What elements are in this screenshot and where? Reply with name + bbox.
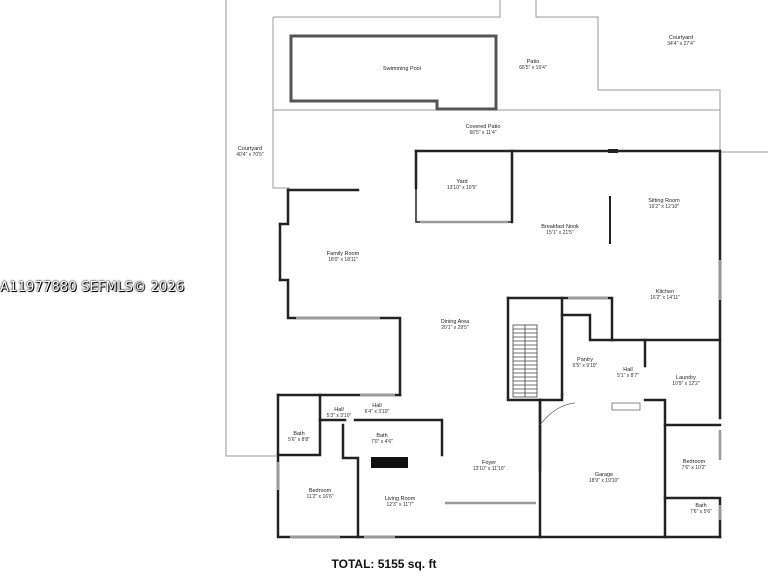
dim-breakfast: 15'1" x 21'5" [546,230,574,236]
label-hall-a: Hall [334,407,343,413]
dim-dining: 20'1" x 29'5" [441,325,469,331]
dim-courtyard-top: 34'4" x 27'4" [667,41,695,47]
dim-family: 18'0" x 18'11" [328,257,358,263]
dim-bath-left: 5'6" x 8'8" [288,437,310,443]
dim-sitting: 16'2" x 12'10" [649,204,679,210]
house-walls [276,149,722,539]
total-area: TOTAL: 5155 sq. ft [331,557,437,571]
label-bedroom-left: Bedroom [309,488,332,494]
label-courtyard-left: Courtyard [238,146,262,152]
label-dining: Dining Area [441,319,470,325]
label-laundry: Laundry [676,375,696,381]
label-living: Living Room [385,496,416,502]
dim-bath-right: 7'6" x 5'6" [690,509,712,515]
label-sitting: Sitting Room [648,198,680,204]
label-foyer: Foyer [482,460,496,466]
windows [276,220,722,539]
outdoor-outlines [225,0,768,457]
dim-foyer: 13'10" x 11'10" [473,466,506,472]
dim-living: 12'3" x 11'7" [386,502,413,508]
label-pool: Swimming Pool [383,66,421,72]
dim-patio: 66'5" x 19'4" [519,65,547,71]
swimming-pool [289,34,498,111]
doors [539,402,641,426]
dim-covered-patio: 66'5" x 11'4" [469,130,496,136]
dim-bath-mid: 7'0" x 4'6" [371,439,393,445]
dim-hall-a: 5'3" x 3'10" [327,413,352,419]
label-covered-patio: Covered Patio [466,124,501,130]
label-breakfast: Breakfast Nook [541,224,579,230]
label-hall-b: Hall [372,403,381,409]
label-hall-small: Hall [623,367,632,373]
dim-bedroom-left: 11'2" x 16'6" [306,494,333,500]
label-patio: Patio [527,59,540,65]
dim-hall-small: 5'1" x 8'7" [617,373,639,379]
dim-laundry: 10'9" x 12'2" [672,381,700,387]
fireplace [371,457,408,468]
room-labels: Courtyard 34'4" x 27'4" Patio 66'5" x 19… [236,35,712,515]
label-yard: Yard [456,179,467,185]
label-family: Family Room [327,251,360,257]
label-bedroom-right: Bedroom [683,459,706,465]
label-bath-left: Bath [293,431,304,437]
label-courtyard-top: Courtyard [669,35,693,41]
dim-garage: 18'9" x 19'10" [589,478,619,484]
label-bath-right: Bath [695,503,706,509]
dim-courtyard-left: 40'4" x 70'5" [236,152,264,158]
dim-bedroom-right: 7'6" x 10'2" [682,465,707,471]
label-bath-mid: Bath [376,433,387,439]
stairs [512,324,538,398]
dim-hall-b: 6'4" x 3'10" [365,409,390,415]
dim-pantry: 6'5" x 9'10" [573,363,598,369]
label-pantry: Pantry [577,357,593,363]
watermark: A11977880 SEFMLS© 2026 [0,280,185,295]
dim-yard: 13'10" x 10'5" [447,185,477,191]
dim-kitchen: 16'2" x 14'11" [650,295,680,301]
label-kitchen: Kitchen [656,289,674,295]
label-garage: Garage [595,472,613,478]
